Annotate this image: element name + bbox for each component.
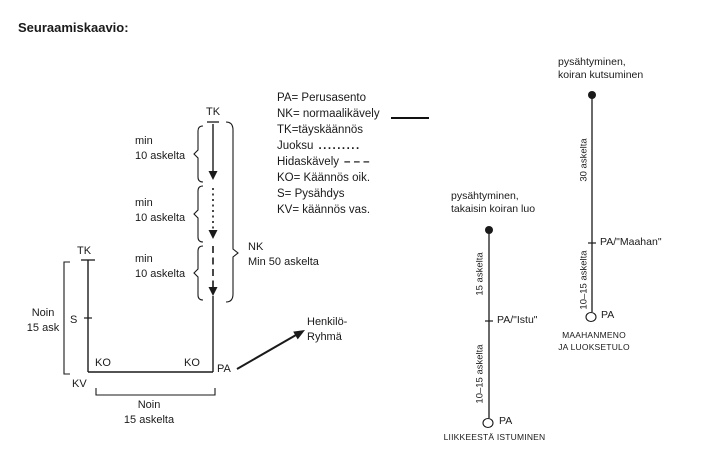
bottom-span-bracket (95, 388, 216, 396)
nk-line-sample (391, 117, 429, 119)
page-title: Seuraamiskaavio: (18, 20, 129, 35)
nk-note-label: NK Min 50 askelta (248, 241, 319, 268)
tk-left-label: TK (77, 245, 92, 257)
steps-brace-2 (193, 185, 204, 243)
legend-item: S= Pysähdys (277, 186, 380, 202)
down-arrow-3 (208, 287, 218, 296)
legend: PA= Perusasento NK= normaalikävely TK=tä… (277, 90, 380, 218)
down-arrow-2 (208, 230, 218, 239)
legend-item: TK=täyskäännös (277, 122, 380, 138)
nk-total-brace (225, 121, 239, 303)
sit-start-label: PA (499, 415, 513, 427)
down-header: pysähtyminen, koiran kutsuminen (558, 56, 644, 81)
sit-command-label: PA/"Istu" (497, 314, 538, 326)
legend-item-label: KO= Käännös oik. (277, 172, 371, 184)
legend-item: KV= käännös vas. (277, 202, 380, 218)
sit-header: pysähtyminen, takaisin koiran luo (451, 190, 536, 215)
min-steps-label-1: min 10 askelta (135, 135, 186, 162)
down-command-label: PA/"Maahan" (600, 236, 662, 248)
legend-item: KO= Käännös oik. (277, 170, 380, 186)
down-caption: MAAHANMENO JA LUOKSETULO (558, 330, 630, 352)
sit-caption: LIIKKEESTÄ ISTUMINEN (443, 432, 546, 442)
steps-brace-3 (193, 245, 204, 301)
down-start-marker (585, 311, 597, 323)
legend-item-label: NK= normaalikävely (277, 108, 380, 120)
group-label: Henkilö- Ryhmä (307, 316, 348, 343)
left-span-bracket (63, 261, 70, 375)
min-steps-label-3: min 10 askelta (135, 253, 186, 280)
down-steps-bottom-label: 10–15 askelta (578, 250, 590, 310)
down-start-label: PA (601, 309, 615, 321)
legend-item: NK= normaalikävely (277, 106, 380, 122)
dotted-line-sample: ......... (318, 140, 361, 152)
tk-top-label: TK (206, 106, 221, 118)
legend-item-label: KV= käännös vas. (277, 204, 371, 216)
group-arrow-head (293, 330, 305, 340)
sit-steps-bottom-label: 10–15 askelta (474, 344, 486, 404)
legend-item: Juoksu......... (277, 138, 380, 154)
min-steps-label-2: min 10 askelta (135, 197, 186, 224)
legend-item-label: Hidaskävely (277, 156, 339, 168)
sit-steps-top-label: 15 askelta (474, 252, 486, 296)
s-label: S (70, 314, 78, 326)
legend-item: Hidaskävely – – – (277, 154, 380, 170)
down-arrow-1 (208, 171, 218, 180)
legend-item: PA= Perusasento (277, 90, 380, 106)
legend-item-label: PA= Perusasento (277, 92, 366, 104)
group-arrow-line (236, 334, 297, 370)
steps-brace-1 (193, 125, 204, 183)
dashed-line-sample: – – – (344, 156, 370, 168)
ko-left-label: KO (95, 357, 111, 369)
down-steps-top-label: 30 askelta (578, 138, 590, 182)
kv-label: KV (72, 378, 87, 390)
bottom-span-label: Noin 15 askelta (123, 399, 175, 426)
legend-item-label: TK=täyskäännös (277, 124, 363, 136)
legend-item-label: Juoksu (277, 140, 314, 152)
ko-right-label: KO (184, 357, 200, 369)
pa-label: PA (217, 363, 231, 375)
legend-item-label: S= Pysähdys (277, 188, 345, 200)
left-span-label: Noin 15 ask (26, 307, 60, 334)
sit-start-marker (482, 417, 494, 429)
